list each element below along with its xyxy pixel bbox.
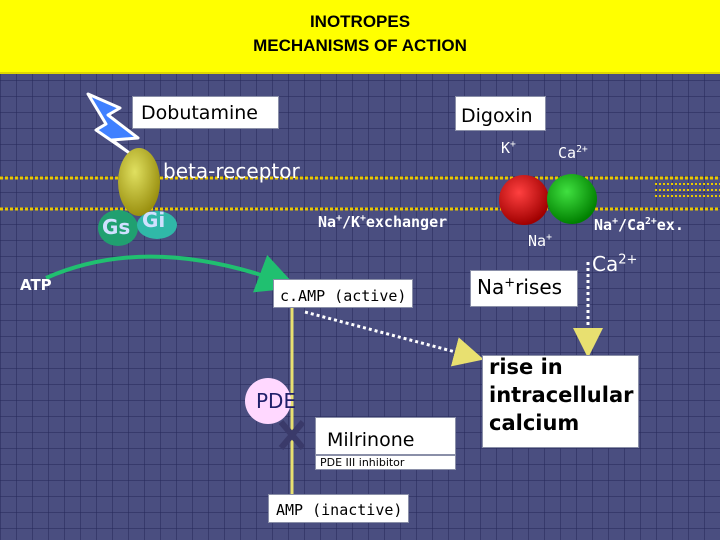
na-rises-sup: + xyxy=(504,275,516,291)
na-rises-box: Na+rises xyxy=(470,270,578,307)
rise-line-1: rise in xyxy=(489,355,563,379)
ca2-plus-label: Ca2+ xyxy=(558,144,588,162)
dobutamine-box: Dobutamine xyxy=(132,96,279,129)
lightning-bolt-icon xyxy=(86,92,140,154)
rise-line-2: intracellular xyxy=(489,383,634,407)
amp-inactive-box: AMP (inactive) xyxy=(268,494,409,523)
gs-protein-shape xyxy=(98,210,138,246)
pde-label: PDE xyxy=(256,389,297,413)
camp-to-calcium-arrow xyxy=(304,310,484,367)
digoxin-box: Digoxin xyxy=(455,96,546,131)
x-block-icon xyxy=(278,420,306,450)
atp-to-camp-arrow xyxy=(45,254,298,293)
cell-membrane xyxy=(0,176,720,211)
atp-label: ATP xyxy=(20,276,52,294)
na-rises-na: Na xyxy=(477,275,505,299)
gs-label: Gs xyxy=(102,215,131,239)
pde3-inhibitor-box: PDE III inhibitor xyxy=(315,455,456,470)
rise-calcium-box: rise in intracellular calcium xyxy=(482,355,639,448)
ca2-plus-label-2: Ca2+ xyxy=(592,252,638,276)
na-ca-exchanger-shape xyxy=(547,174,597,224)
beta-receptor-label: beta-receptor xyxy=(163,159,300,183)
pde-circle-shape xyxy=(245,378,291,424)
pde3-inhibitor-label: PDE III inhibitor xyxy=(320,456,405,469)
camp-active-label: c.AMP (active) xyxy=(280,287,407,305)
na-rises-rises: rises xyxy=(515,275,563,299)
na-k-exchanger-shape xyxy=(499,175,549,225)
na-ca-exchanger-label: Na+/Ca2+ex. xyxy=(594,216,684,234)
camp-active-box: c.AMP (active) xyxy=(273,279,413,308)
amp-inactive-label: AMP (inactive) xyxy=(276,501,403,519)
gi-label: Gi xyxy=(142,208,166,232)
dobutamine-label: Dobutamine xyxy=(141,102,258,124)
milrinone-label: Milrinone xyxy=(327,429,415,451)
title-banner: INOTROPES MECHANISMS OF ACTION xyxy=(0,0,720,74)
na-k-exchanger-label: Na+/K+exchanger xyxy=(318,213,448,231)
beta-receptor-shape xyxy=(118,148,160,216)
na-plus-label: Na+ xyxy=(528,232,552,250)
milrinone-box: Milrinone xyxy=(315,417,456,455)
title-line-1: INOTROPES xyxy=(309,12,411,31)
rise-line-3: calcium xyxy=(489,411,580,435)
digoxin-label: Digoxin xyxy=(461,105,533,127)
gi-protein-shape xyxy=(137,211,177,239)
title-line-2: MECHANISMS OF ACTION xyxy=(253,36,467,55)
k-plus-label: K+ xyxy=(501,139,516,157)
